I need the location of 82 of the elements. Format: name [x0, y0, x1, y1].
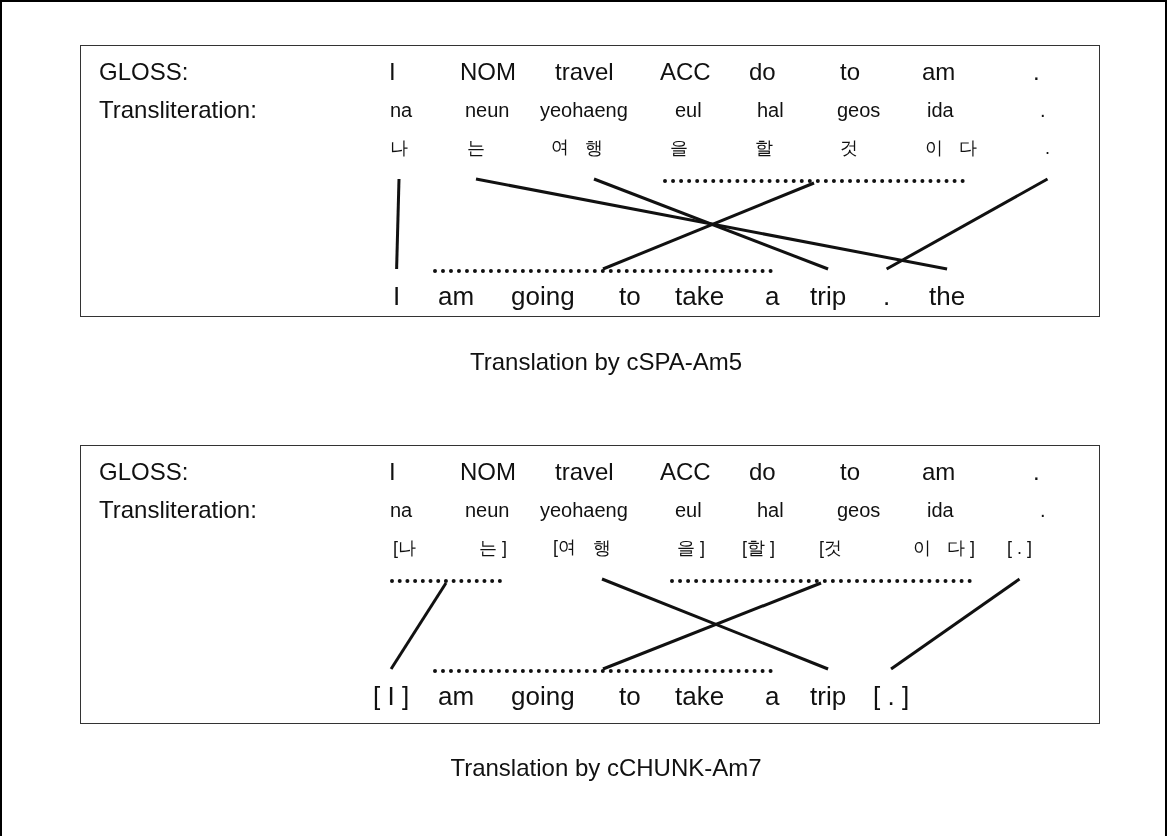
korean-word: 는 ] [479, 539, 507, 557]
english-word: trip [810, 669, 847, 709]
transliteration-word: eul [675, 100, 702, 120]
gloss-word: NOM [460, 460, 516, 484]
korean-word: [것 [819, 539, 842, 557]
korean-word: 다 [959, 139, 977, 157]
gloss-word: . [1033, 60, 1040, 84]
korean-word: 을 ] [677, 539, 705, 557]
transliteration-word: eul [675, 500, 702, 520]
english-word: I [393, 269, 401, 309]
transliteration-word: . [1040, 100, 1046, 120]
english-word: to [619, 283, 641, 309]
alignment-line [885, 177, 1049, 271]
gloss-word: travel [555, 60, 614, 84]
korean-word: 다 ] [947, 539, 975, 557]
gloss-word: NOM [460, 60, 516, 84]
english-word: am [438, 283, 475, 309]
korean-word: [여 [553, 538, 576, 556]
korean-word: 여 [551, 138, 569, 156]
gloss-word: do [749, 60, 776, 84]
alignment-line [389, 582, 448, 670]
english-word: going [511, 683, 575, 709]
english-word: take [675, 283, 725, 309]
english-word: the [929, 269, 966, 309]
gloss-word: to [840, 460, 860, 484]
transliteration-word: hal [757, 500, 784, 520]
english-word: a [765, 683, 780, 709]
gloss-word: ACC [660, 60, 711, 84]
row-heading: Transliteration: [99, 498, 257, 522]
translation-label: Translation by cSPA-Am5 [469, 350, 743, 374]
transliteration-word: yeohaeng [540, 100, 628, 120]
gloss-word: to [840, 60, 860, 84]
alignment-line [475, 177, 948, 271]
transliteration-word: geos [837, 500, 881, 520]
english-word: am [438, 683, 475, 709]
gloss-word: ACC [660, 460, 711, 484]
korean-word: . [1045, 135, 1050, 179]
korean-word: 는 [467, 135, 485, 179]
transliteration-word: na [390, 500, 413, 520]
gloss-word: I [389, 460, 396, 484]
gloss-word: I [389, 60, 396, 84]
alignment-line [395, 178, 401, 270]
english-word: a [765, 283, 780, 309]
english-word: take [675, 683, 725, 709]
transliteration-word: neun [465, 100, 510, 120]
korean-word: 행 [593, 535, 611, 579]
transliteration-word: yeohaeng [540, 500, 628, 520]
gloss-word: . [1033, 460, 1040, 484]
korean-word: 행 [585, 135, 603, 179]
row-heading: GLOSS: [99, 460, 189, 484]
korean-word: 것 [840, 139, 858, 157]
row-heading: GLOSS: [99, 60, 189, 84]
korean-word: 할 [755, 139, 773, 157]
transliteration-word: na [390, 100, 413, 120]
english-word: [ . ] [873, 669, 910, 709]
english-word: trip [810, 269, 847, 309]
english-word: [ I ] [373, 669, 410, 709]
korean-word: [할 ] [742, 539, 775, 557]
row-heading: Transliteration: [99, 98, 257, 122]
panel-box [80, 445, 1100, 724]
korean-word: [나 [393, 539, 416, 557]
gloss-word: do [749, 460, 776, 484]
panel-box [80, 45, 1100, 317]
gloss-word: travel [555, 460, 614, 484]
transliteration-word: . [1040, 500, 1046, 520]
korean-word: [ . ] [1007, 535, 1032, 579]
english-word: to [619, 683, 641, 709]
korean-word: 이 [925, 139, 943, 157]
transliteration-word: ida [927, 100, 954, 120]
transliteration-word: neun [465, 500, 510, 520]
transliteration-word: ida [927, 500, 954, 520]
translation-label: Translation by cCHUNK-Am7 [450, 756, 762, 780]
transliteration-word: geos [837, 100, 881, 120]
gloss-word: am [922, 60, 956, 84]
english-word: going [511, 283, 575, 309]
english-word: . [883, 269, 891, 309]
korean-word: 이 [913, 539, 931, 557]
korean-word: 나 [390, 135, 408, 179]
alignment-line [890, 577, 1021, 671]
gloss-word: am [922, 460, 956, 484]
korean-word: 을 [670, 139, 688, 157]
transliteration-word: hal [757, 100, 784, 120]
